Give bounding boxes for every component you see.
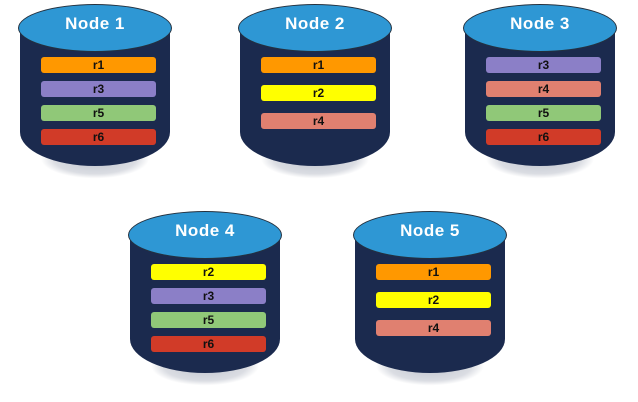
node-title: Node 3 [510, 14, 570, 33]
record-bar-r2[interactable]: r2 [151, 264, 266, 280]
record-bar-r3[interactable]: r3 [151, 288, 266, 304]
database-node-4[interactable]: Node 4 r2 r3 r5 r6 [120, 211, 290, 393]
record-bar-r4[interactable]: r4 [261, 113, 376, 129]
cylinder-top-disc [238, 4, 392, 52]
cylinder-top-disc [353, 211, 507, 259]
database-node-5[interactable]: Node 5 r1 r2 r4 [345, 211, 515, 393]
record-bar-r5[interactable]: r5 [41, 105, 156, 121]
database-node-2[interactable]: Node 2 r1 r2 r4 [230, 4, 400, 186]
record-bar-r5[interactable]: r5 [486, 105, 601, 121]
record-bar-r6[interactable]: r6 [41, 129, 156, 145]
cylinder-top-disc [18, 4, 172, 52]
record-bar-r6[interactable]: r6 [486, 129, 601, 145]
record-list: r1 r2 r4 [261, 57, 376, 129]
record-bar-r3[interactable]: r3 [486, 57, 601, 73]
node-title: Node 1 [65, 14, 125, 33]
node-title: Node 5 [400, 221, 460, 240]
record-list: r3 r4 r5 r6 [486, 57, 601, 145]
node-title: Node 4 [175, 221, 235, 240]
database-node-3[interactable]: Node 3 r3 r4 r5 r6 [455, 4, 625, 186]
record-list: r2 r3 r5 r6 [151, 264, 266, 352]
record-bar-r1[interactable]: r1 [261, 57, 376, 73]
record-bar-r4[interactable]: r4 [486, 81, 601, 97]
cylinder-top-disc [128, 211, 282, 259]
node-title: Node 2 [285, 14, 345, 33]
record-list: r1 r2 r4 [376, 264, 491, 336]
record-bar-r3[interactable]: r3 [41, 81, 156, 97]
cylinder-top-disc [463, 4, 617, 52]
record-bar-r5[interactable]: r5 [151, 312, 266, 328]
record-bar-r2[interactable]: r2 [376, 292, 491, 308]
record-bar-r4[interactable]: r4 [376, 320, 491, 336]
record-bar-r1[interactable]: r1 [41, 57, 156, 73]
record-bar-r2[interactable]: r2 [261, 85, 376, 101]
record-bar-r1[interactable]: r1 [376, 264, 491, 280]
record-list: r1 r3 r5 r6 [41, 57, 156, 145]
record-bar-r6[interactable]: r6 [151, 336, 266, 352]
database-node-1[interactable]: Node 1 r1 r3 r5 r6 [10, 4, 180, 186]
